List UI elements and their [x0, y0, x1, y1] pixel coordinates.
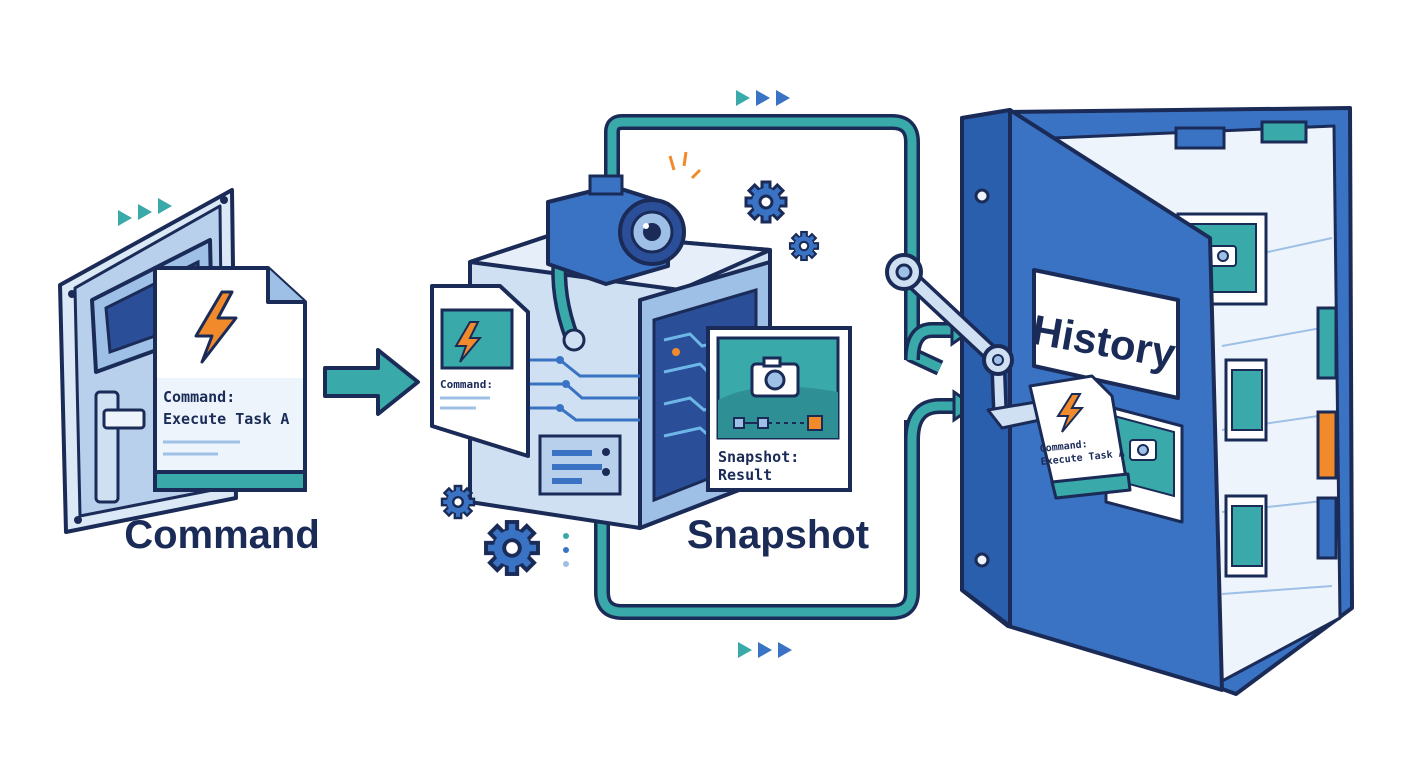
- command-doc-line1: Command:: [163, 388, 235, 406]
- command-doc-line2: Execute Task A: [163, 410, 289, 428]
- triple-chevron-icon: [118, 198, 172, 226]
- command-section: Command: Execute Task A Command: [58, 188, 320, 557]
- snapshot-card-line1: Snapshot:: [718, 448, 799, 466]
- history-title-plate: History: [1028, 268, 1180, 400]
- triple-chevron-icon: [738, 642, 792, 658]
- camera-icon: [546, 151, 702, 352]
- lightning-icon: [454, 321, 483, 363]
- snapshot-section: Command: Snapshot: Result: [430, 90, 977, 658]
- arrow-command-to-snapshot: [323, 348, 420, 416]
- snapshot-card-line2: Result: [718, 466, 772, 484]
- dots: [563, 533, 569, 567]
- machine-doc-text: Command:: [440, 378, 493, 391]
- lightning-icon: [194, 290, 238, 364]
- camera-icon: [750, 356, 800, 398]
- gear-icon: [440, 484, 476, 520]
- gear-icon: [788, 230, 820, 262]
- snapshot-card: Snapshot: Result: [706, 326, 852, 492]
- machine-document: Command:: [430, 284, 530, 458]
- robotic-arm: [885, 253, 1042, 430]
- triple-chevron-icon: [736, 90, 790, 106]
- lightning-icon: [1056, 393, 1085, 433]
- command-document: Command: Execute Task A: [153, 266, 307, 492]
- gear-icon: [744, 180, 788, 224]
- gear-icon: [484, 520, 540, 576]
- binder-doc-line1: Command:: [1039, 439, 1088, 455]
- command-label: Command: [124, 513, 320, 557]
- binder-document: Command: Execute Task A: [1028, 374, 1132, 500]
- snapshot-label: Snapshot: [687, 513, 869, 557]
- history-section: History Command: Execute Task A: [885, 106, 1354, 696]
